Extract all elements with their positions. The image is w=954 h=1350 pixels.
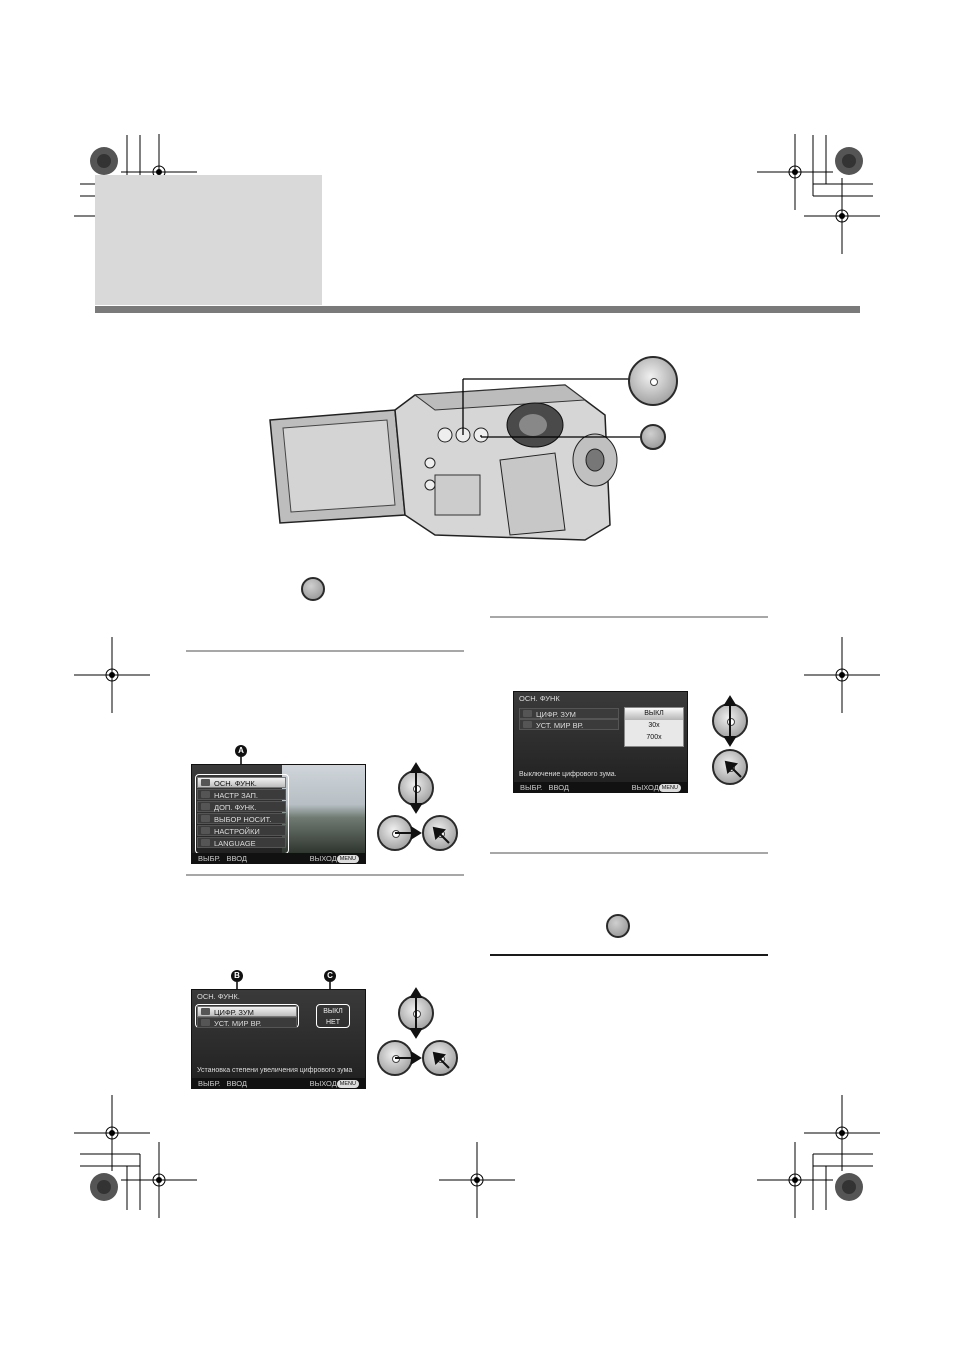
menu-item[interactable]: НАСТРОЙКИ <box>197 825 286 836</box>
menu-item[interactable]: ОСН. ФУНК. <box>197 777 286 788</box>
joystick-icon <box>628 356 678 406</box>
menu-screen-right: ОСН. ФУНК ЦИФР. ЗУМ УСТ. МИР ВР. ВЫКЛ 30… <box>513 691 688 793</box>
callout-highlight-c <box>316 1004 350 1028</box>
menu-chip: MENU <box>336 1080 359 1088</box>
footer-enter: ВВОД <box>226 854 248 863</box>
digital-zoom-icon <box>523 710 532 717</box>
menu-header: ОСН. ФУНК <box>519 694 560 703</box>
menu-item[interactable]: ЦИФР. ЗУМ <box>197 1006 297 1017</box>
section-rule <box>186 874 464 876</box>
menu-item-label: НАСТРОЙКИ <box>214 827 260 836</box>
footer-select: ВЫБР. <box>198 1079 221 1088</box>
starburst-mark-icon <box>90 147 863 1201</box>
menu-item-label: УСТ. МИР ВР. <box>536 721 584 730</box>
menu-item[interactable]: НАСТР ЗАП. <box>197 789 286 800</box>
header-rule <box>95 306 860 313</box>
menu-item-label: НАСТР ЗАП. <box>214 791 259 800</box>
footer-select: ВЫБР. <box>520 783 543 792</box>
footer-select: ВЫБР. <box>198 854 221 863</box>
section-rule <box>186 650 464 652</box>
section-rule <box>490 852 768 854</box>
menu-header: ОСН. ФУНК. <box>197 992 240 1001</box>
menu-item[interactable]: УСТ. МИР ВР. <box>519 719 619 730</box>
advanced-function-icon <box>201 803 210 810</box>
media-select-icon <box>201 815 210 822</box>
menu-description: Установка степени увеличения цифрового з… <box>197 1067 353 1074</box>
menu-button-icon <box>301 577 325 601</box>
settings-icon <box>201 827 210 834</box>
world-time-icon <box>201 1019 210 1026</box>
menu-item-label: ЦИФР. ЗУМ <box>214 1008 254 1017</box>
digital-zoom-icon <box>201 1008 210 1015</box>
record-setup-icon <box>201 791 210 798</box>
menu-chip: MENU <box>336 855 359 863</box>
menu-chip: MENU <box>658 784 681 792</box>
menu-item-label: ОСН. ФУНК. <box>214 779 257 788</box>
menu-item-label: ЦИФР. ЗУМ <box>536 710 576 719</box>
footer-enter: ВВОД <box>226 1079 248 1088</box>
menu-item-value: НЕТ <box>326 1019 340 1026</box>
option-list: ВЫКЛ 30x 700x <box>624 707 684 747</box>
menu-item[interactable]: ВЫБОР НОСИТ. <box>197 813 286 824</box>
menu-item[interactable]: ЦИФР. ЗУМ <box>519 708 619 719</box>
world-time-icon <box>523 721 532 728</box>
callout-label-a: A <box>235 745 247 757</box>
menu-item-label: УСТ. МИР ВР. <box>214 1019 262 1028</box>
menu-item-value: ВЫКЛ <box>323 1008 343 1015</box>
menu-item-label: ДОП. ФУНК. <box>214 803 257 812</box>
camcorder-illustration <box>269 378 640 541</box>
section-rule-end <box>490 954 768 956</box>
footer-exit: ВЫХОД <box>631 783 659 792</box>
footer-exit: ВЫХОД <box>309 854 337 863</box>
footer-enter: ВВОД <box>548 783 570 792</box>
callout-label-b: B <box>231 970 243 982</box>
menu-item-label: ВЫБОР НОСИТ. <box>214 815 272 824</box>
menu-button-icon <box>640 424 666 450</box>
callout-label-c: C <box>324 970 336 982</box>
menu-button-icon <box>606 914 630 938</box>
menu-item[interactable]: ДОП. ФУНК. <box>197 801 286 812</box>
option-item[interactable]: ВЫКЛ <box>625 708 683 720</box>
footer-exit: ВЫХОД <box>309 1079 337 1088</box>
language-icon <box>201 839 210 846</box>
option-item[interactable]: 700x <box>646 734 662 741</box>
menu-screen-middle: ОСН. ФУНК. ЦИФР. ЗУМ УСТ. МИР ВР. ВЫКЛ Н… <box>191 989 366 1089</box>
menu-item[interactable]: LANGUAGE <box>197 837 286 848</box>
menu-screen-top: ОСН. ФУНК. НАСТР ЗАП. ДОП. ФУНК. ВЫБОР Н… <box>191 764 366 864</box>
menu-description: Выключение цифрового зума. <box>519 771 617 778</box>
menu-item-label: LANGUAGE <box>214 839 256 848</box>
basic-function-icon <box>201 779 210 786</box>
menu-item[interactable]: УСТ. МИР ВР. <box>197 1017 297 1028</box>
preview-photo <box>282 765 365 853</box>
header-grey-block <box>95 175 322 305</box>
option-item[interactable]: 30x <box>648 722 660 729</box>
section-rule <box>490 616 768 618</box>
